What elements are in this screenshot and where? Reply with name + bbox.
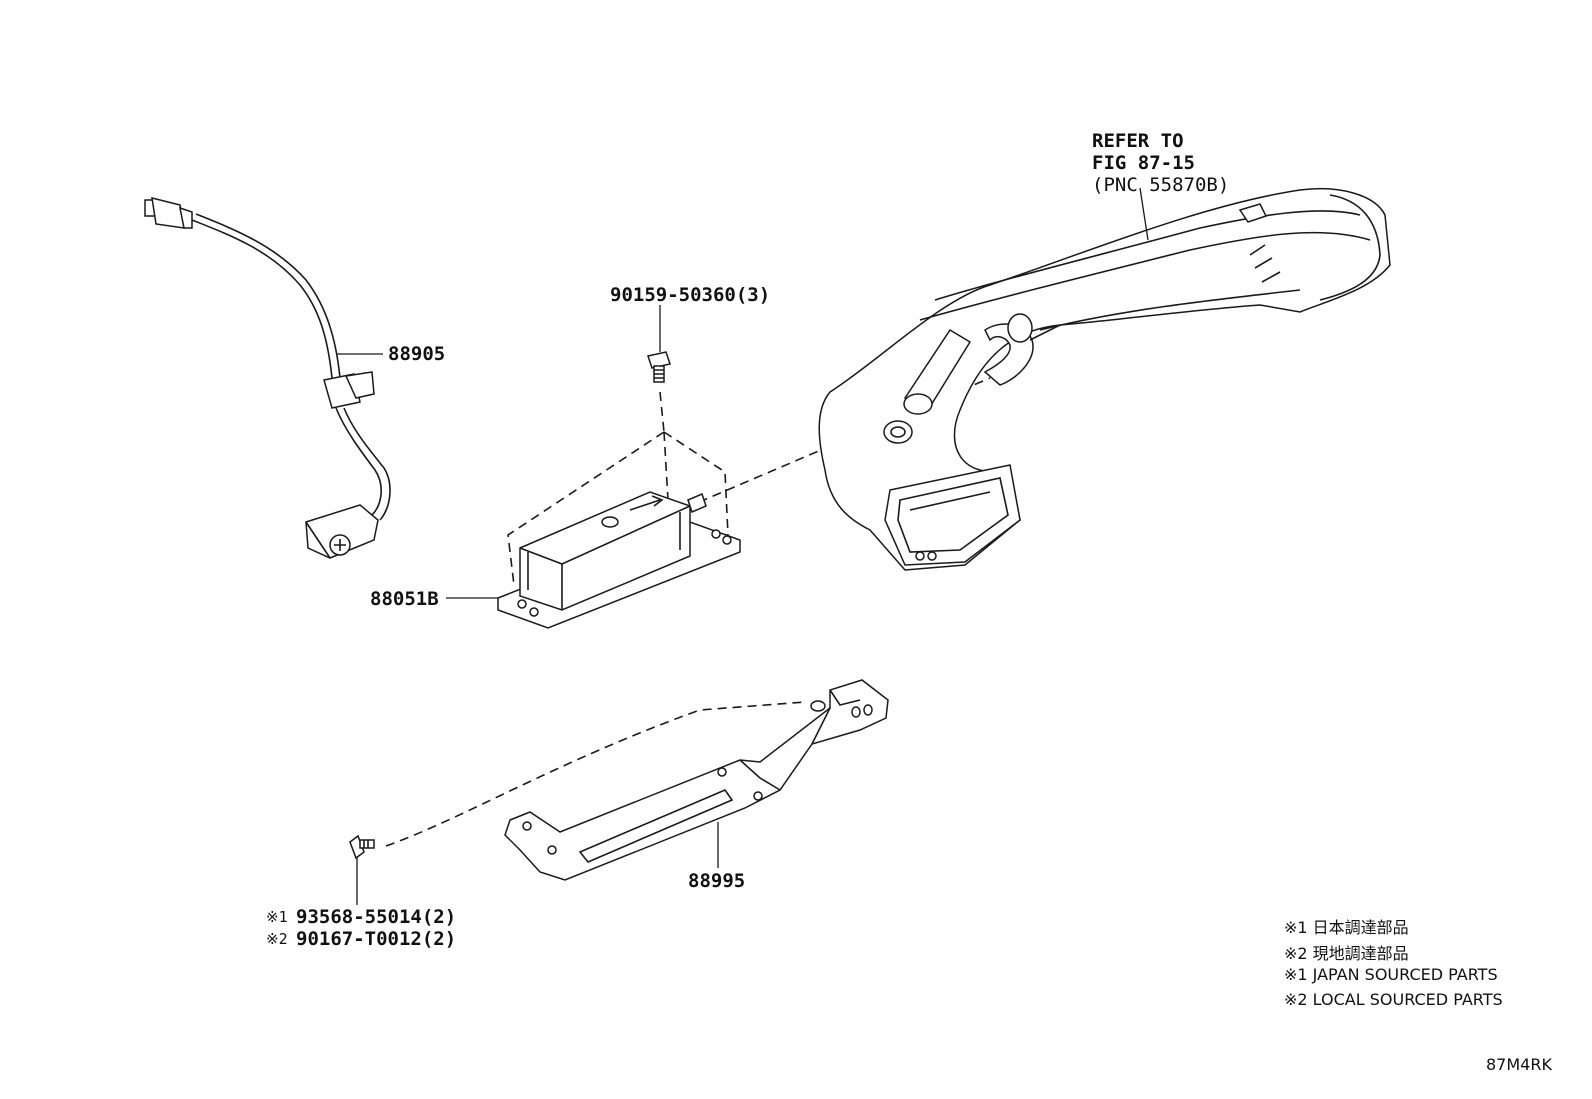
legend-item: ※2 LOCAL SOURCED PARTS	[1284, 990, 1503, 1009]
air-duct-assembly	[818, 188, 1391, 571]
screw1-mark: ※1	[266, 908, 288, 926]
wire-harness-88905	[144, 196, 391, 559]
figure-code: 87M4RK	[1486, 1055, 1552, 1074]
legend-item: ※1 JAPAN SOURCED PARTS	[1284, 965, 1498, 984]
control-module-88051B	[497, 491, 741, 629]
dashed-bracket-line	[385, 701, 806, 847]
label-screw-90167: 90167-T0012(2)	[296, 928, 457, 950]
label-88995: 88995	[688, 870, 746, 892]
screw2-mark: ※2	[266, 930, 288, 948]
leader-refer	[1139, 187, 1149, 241]
bolt-90159-icon	[647, 305, 671, 383]
screw-93568-icon	[349, 834, 375, 905]
label-bolt-90159: 90159-50360(3)	[610, 284, 771, 306]
refer-line-2: FIG 87-15	[1092, 152, 1195, 174]
label-88905: 88905	[388, 343, 446, 365]
legend-item: ※1 日本調達部品	[1284, 918, 1409, 937]
refer-line-1: REFER TO	[1092, 130, 1184, 152]
label-88051B: 88051B	[370, 588, 439, 610]
bracket-88995	[504, 679, 889, 881]
label-screw-93568: 93568-55014(2)	[296, 906, 457, 928]
legend-item: ※2 現地調達部品	[1284, 944, 1409, 963]
refer-line-3: (PNC 55870B)	[1092, 174, 1230, 196]
